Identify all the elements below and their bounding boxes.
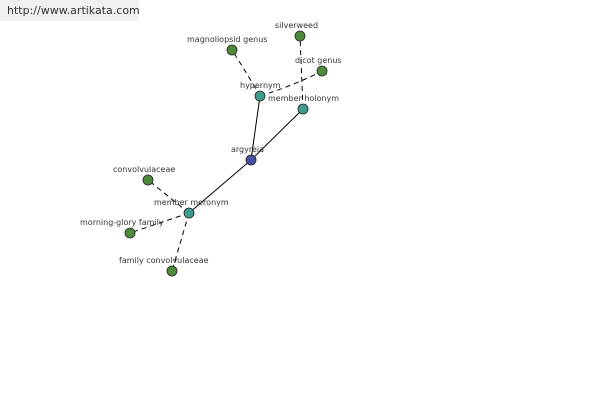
edge-center-member-meronym <box>188 159 252 214</box>
node-silverweed[interactable] <box>294 30 306 42</box>
label-dicot-genus: dicot genus <box>295 56 342 65</box>
label-convolvulaceae: convolvulaceae <box>113 165 175 174</box>
edge-center-hypernym <box>250 95 261 161</box>
node-dicot-genus[interactable] <box>316 65 328 77</box>
edge-member-meronym-convolvulaceae <box>147 179 190 214</box>
node-hypernym[interactable] <box>254 90 266 102</box>
label-hypernym: hypernym <box>240 81 281 90</box>
node-member-meronym[interactable] <box>183 207 195 219</box>
label-silverweed: silverweed <box>275 21 318 30</box>
watermark-url: http://www.artikata.com <box>7 4 140 17</box>
node-magnoliopsid-genus[interactable] <box>226 44 238 56</box>
edge-member-holonym-silverweed <box>299 35 304 110</box>
watermark-bar: http://www.artikata.com <box>0 0 140 21</box>
label-morning-glory-family: morning-glory family <box>80 218 164 227</box>
label-argyreia: argyreia <box>231 145 264 154</box>
label-member-holonym: member holonym <box>268 94 339 103</box>
node-convolvulaceae[interactable] <box>142 174 154 186</box>
edge-member-meronym-morning-glory-family <box>129 212 190 234</box>
node-morning-glory-family[interactable] <box>124 227 136 239</box>
node-family-convolvulaceae[interactable] <box>166 265 178 277</box>
node-argyreia[interactable] <box>245 154 257 166</box>
label-member-meronym: member meronym <box>154 198 229 207</box>
node-member-holonym[interactable] <box>297 103 309 115</box>
label-family-convolvulaceae: family convolvulaceae <box>119 256 209 265</box>
edge-member-meronym-family-convolvulaceae <box>171 212 190 272</box>
label-magnoliopsid-genus: magnoliopsid genus <box>187 35 267 44</box>
edge-center-member-holonym <box>250 108 304 161</box>
